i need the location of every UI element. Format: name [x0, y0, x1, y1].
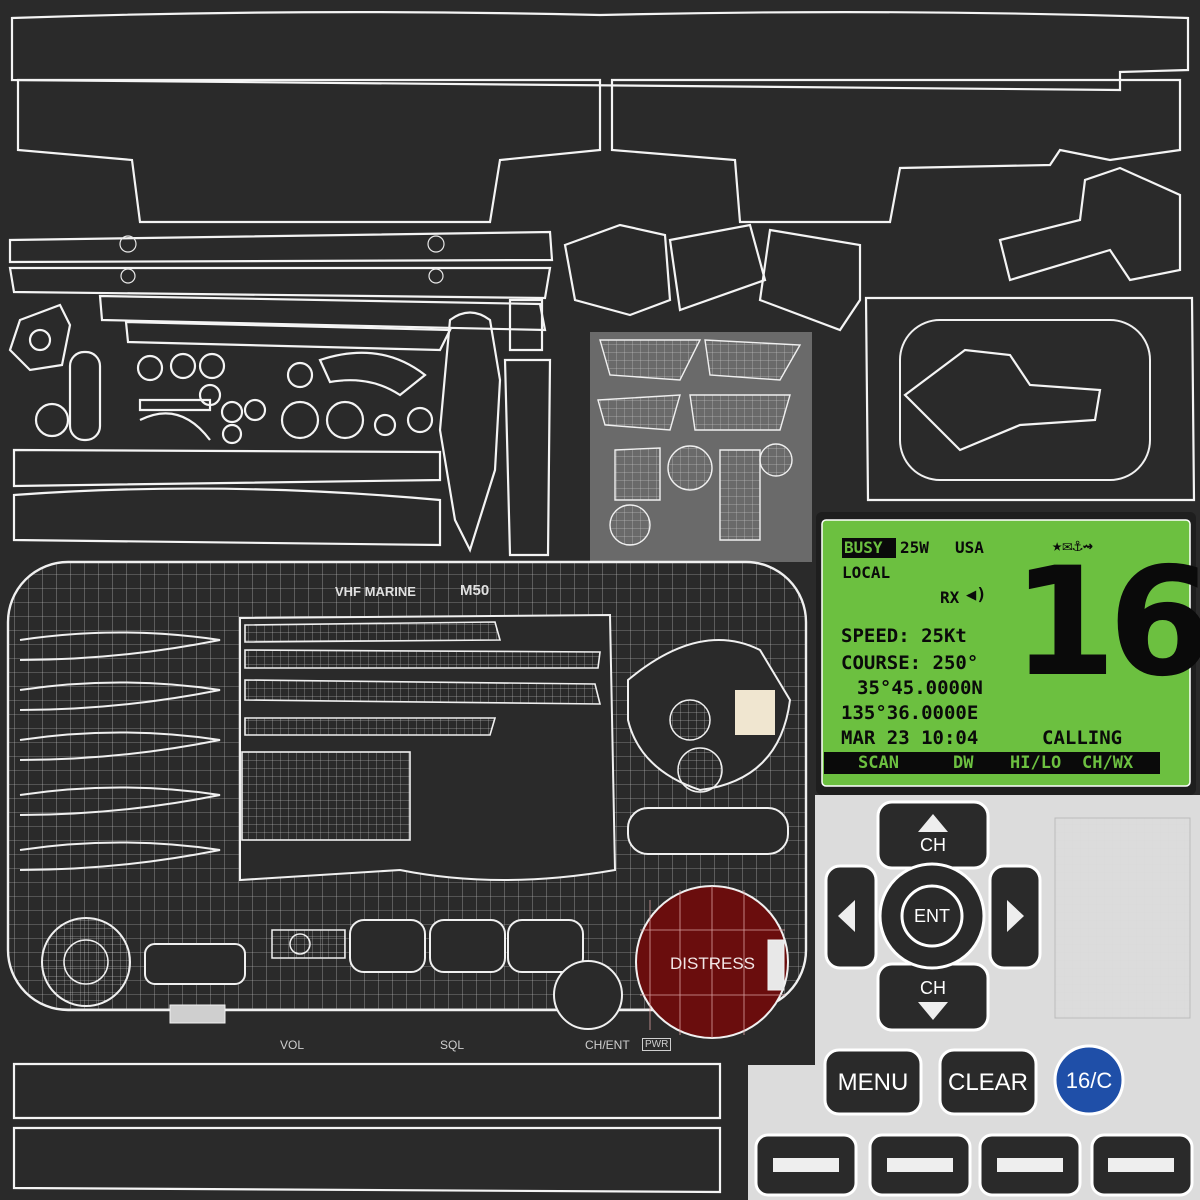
clear-key-label: CLEAR [947, 1069, 1029, 1096]
keypad-mesh [754, 800, 1194, 1197]
speaker-icon: ◀) [966, 585, 987, 605]
model-number: M50 [460, 582, 490, 599]
lcd-rx: RX [940, 588, 960, 607]
pwr-label: PWR [642, 1038, 672, 1051]
bracket-window-frame [864, 296, 1196, 502]
lcd-lon: 135°36.0000E [841, 702, 979, 724]
long-bar-strips [8, 230, 554, 352]
lcd-datetime: MAR 23 10:04 [841, 727, 979, 749]
lcd-channel: 16 [1012, 536, 1200, 710]
front-panel-mesh [6, 560, 808, 1030]
lcd-calling: CALLING [1042, 727, 1123, 749]
lcd-region: USA [955, 538, 984, 557]
chent-label: CH/ENT [585, 1038, 630, 1052]
lcd-busy-bg [842, 538, 896, 558]
key-arrows [773, 814, 1174, 1172]
lcd-softkey-scan: SCAN [858, 753, 899, 773]
ent-key-label: ENT [914, 905, 950, 926]
lcd-lat: 35°45.0000N [857, 677, 983, 699]
grey-panel-mesh [597, 339, 802, 546]
ch-down-key-label: CH [920, 977, 946, 998]
lcd-local: LOCAL [842, 563, 891, 582]
bracket-arm-shapes [563, 166, 1182, 332]
lcd-status-icons: ★✉⚓⇝ [1052, 536, 1093, 556]
lcd-busy: BUSY [844, 538, 883, 557]
sixteen-c-key-label: 16/C [1065, 1068, 1113, 1093]
sixteen-c-shape [1053, 1044, 1125, 1116]
lcd-softkey-hilo: HI/LO [1010, 753, 1062, 773]
sql-label: SQL [440, 1038, 465, 1052]
menu-key-label: MENU [837, 1069, 909, 1096]
distress-label: DISTRESS [670, 954, 756, 973]
distress-mesh [640, 886, 785, 1038]
distress-cover-tab [767, 939, 785, 991]
lcd-softkey-dw: DW [953, 753, 974, 773]
bottom-strips [12, 1062, 722, 1194]
left-strap [12, 448, 442, 547]
top-shell-strip [10, 11, 1190, 224]
lcd-power: 25W [900, 538, 929, 557]
vol-label: VOL [280, 1038, 305, 1052]
knob-parts-cluster [8, 303, 434, 445]
lcd-softkey-chwx: CH/WX [1082, 753, 1134, 773]
tiny-parts-mesh [1054, 817, 1191, 1019]
mic-cord-strips [438, 298, 552, 557]
lcd-screen [821, 519, 1191, 787]
lcd-softkey-bar [824, 752, 1160, 774]
ch-up-key-label: CH [920, 834, 946, 855]
model-label: VHF MARINE [335, 584, 416, 599]
lcd-speed: SPEED: 25Kt [841, 625, 967, 647]
lcd-course: COURSE: 250° [841, 652, 979, 674]
